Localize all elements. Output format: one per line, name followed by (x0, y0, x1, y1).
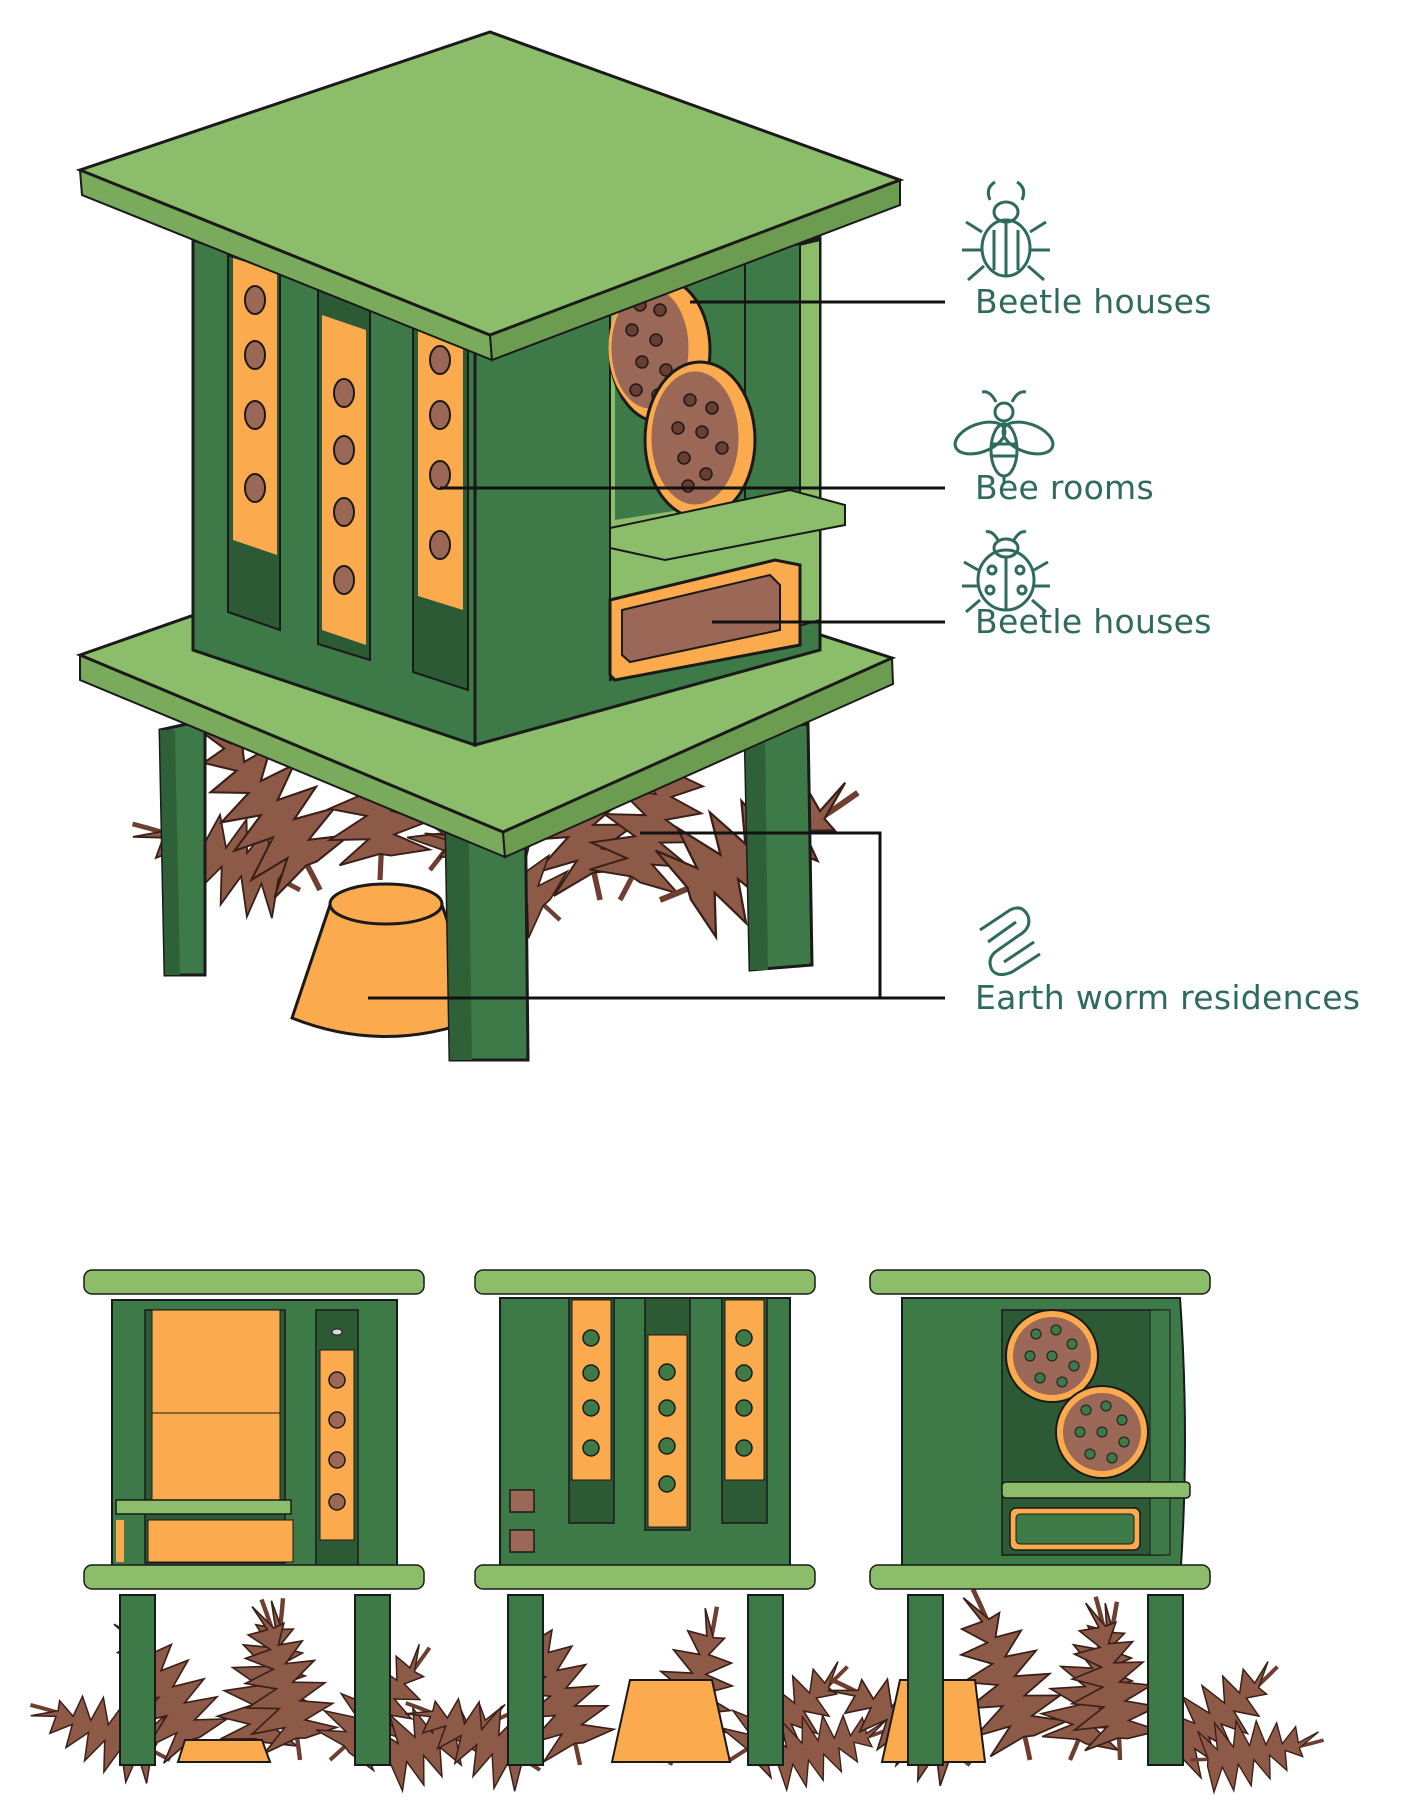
body-right-face (473, 236, 846, 747)
main-hotel-view (75, 30, 1055, 1062)
elevation-log-disc-top (1005, 1309, 1099, 1403)
ladybug-icon (962, 530, 1050, 614)
bee-icon (953, 390, 1055, 484)
elevation-view-1 (14, 1269, 528, 1802)
leader-lines (368, 300, 945, 1000)
log-disc-bottom (643, 360, 757, 520)
elevation-log-disc-bottom (1055, 1385, 1149, 1479)
elevation-view-3 (807, 1269, 1332, 1799)
callout-label-earthworm-residences: Earth worm residences (975, 978, 1361, 1017)
elevation-view-2 (386, 1269, 902, 1805)
stag-beetle-icon (962, 180, 1050, 282)
earthworm-icon (979, 906, 1041, 977)
callout-label-bee-rooms: Bee rooms (975, 468, 1154, 507)
callout-label-beetle-houses-top: Beetle houses (975, 282, 1212, 321)
callout-label-beetle-houses-bottom: Beetle houses (975, 602, 1212, 641)
roof (75, 30, 905, 362)
